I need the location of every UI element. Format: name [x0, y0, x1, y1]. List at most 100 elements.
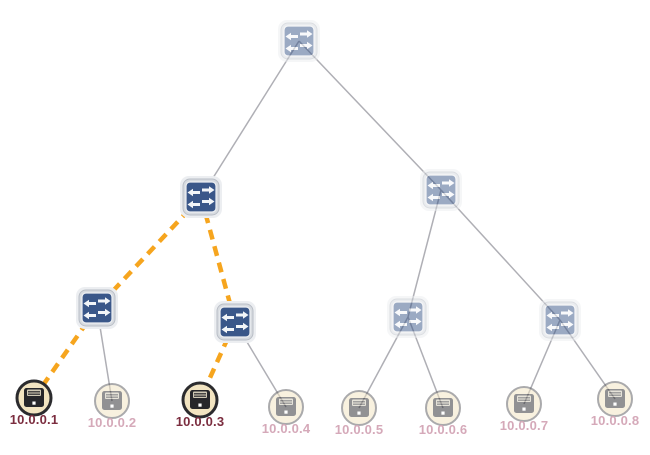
switch-icon-group: [214, 301, 256, 343]
host-disk-line: [437, 401, 449, 403]
host-disk-dot: [198, 403, 202, 407]
switch-node-switch-mid-left[interactable]: [180, 176, 222, 218]
switch-arrow-icon: [546, 311, 559, 320]
host-disk-line: [28, 391, 40, 393]
host-disk-dot: [613, 402, 617, 406]
host-node-host-2[interactable]: 10.0.0.2: [88, 383, 137, 430]
switch-arrow-icon: [285, 32, 298, 41]
switch-arrow-icon: [409, 306, 422, 314]
host-disk-label: [105, 392, 119, 399]
host-node-host-3[interactable]: 10.0.0.3: [176, 381, 225, 429]
switch-node-switch-low-4[interactable]: [539, 299, 581, 341]
switch-arrows-icon: [392, 301, 424, 333]
switch-arrow-icon: [394, 308, 407, 317]
host-disk-label: [436, 399, 450, 406]
switch-icon-group: [539, 299, 581, 341]
link-edge-switch-mid-right--switch-low-3: [407, 189, 442, 318]
switch-arrow-icon: [202, 186, 215, 194]
host-disk-dot: [110, 404, 114, 408]
host-node-host-5[interactable]: 10.0.0.5: [335, 390, 384, 437]
switch-arrows-icon: [81, 292, 113, 324]
switch-arrow-icon: [561, 320, 574, 329]
host-node-host-7[interactable]: 10.0.0.7: [500, 386, 549, 433]
host-ip-label: 10.0.0.8: [591, 413, 640, 428]
switch-arrow-icon: [546, 323, 559, 332]
host-icon-group: [341, 390, 377, 426]
host-disk-line: [353, 401, 365, 403]
switch-arrow-icon: [187, 200, 200, 209]
switch-arrow-icon: [285, 44, 298, 53]
switch-arrow-icon: [409, 317, 422, 326]
host-icon-group: [425, 390, 461, 426]
host-disk-line: [518, 397, 530, 399]
switch-icon-group: [420, 169, 462, 211]
host-disk-line: [353, 403, 365, 405]
switch-arrow-icon: [98, 308, 111, 317]
switch-arrow-icon: [300, 30, 313, 38]
switch-node-switch-low-3[interactable]: [387, 296, 429, 338]
host-disk-line: [280, 400, 292, 402]
host-disk-label: [608, 390, 622, 397]
switch-arrow-icon: [202, 197, 215, 206]
switch-arrows-icon: [185, 181, 217, 213]
host-node-host-1[interactable]: 10.0.0.1: [10, 379, 59, 427]
host-disk-label: [27, 389, 41, 396]
host-disk-dot: [357, 411, 361, 415]
switch-arrow-icon: [98, 297, 111, 305]
host-ip-label: 10.0.0.3: [176, 414, 225, 429]
switch-node-switch-root[interactable]: [278, 20, 320, 62]
host-ip-label: 10.0.0.6: [419, 422, 468, 437]
host-disk-line: [437, 403, 449, 405]
host-disk-line: [106, 396, 118, 398]
switch-arrow-icon: [221, 313, 234, 322]
host-node-host-4[interactable]: 10.0.0.4: [262, 389, 311, 436]
switch-node-switch-low-1[interactable]: [76, 287, 118, 329]
switch-icon-group: [76, 287, 118, 329]
host-node-host-8[interactable]: 10.0.0.8: [591, 381, 640, 428]
host-disk-dot: [32, 401, 36, 405]
link-edge-switch-mid-right--switch-low-4: [440, 189, 561, 321]
host-disk-line: [609, 394, 621, 396]
switch-arrow-icon: [300, 41, 313, 50]
host-disk-line: [518, 399, 530, 401]
switch-arrows-icon: [544, 304, 576, 336]
host-disk-line: [28, 393, 40, 395]
host-disk-line: [194, 393, 206, 395]
link-edge-switch-root--switch-mid-right: [298, 40, 442, 191]
switch-arrows-icon: [283, 25, 315, 57]
host-ip-label: 10.0.0.4: [262, 421, 311, 436]
host-icon-group: [268, 389, 304, 425]
host-ip-label: 10.0.0.7: [500, 418, 549, 433]
host-icon-group: [597, 381, 633, 417]
switch-arrow-icon: [561, 309, 574, 317]
host-ip-label: 10.0.0.2: [88, 415, 137, 430]
host-disk-label: [193, 391, 207, 398]
switch-icon-group: [180, 176, 222, 218]
link-edge-switch-root--switch-mid-left: [200, 40, 300, 198]
host-icon-group: [506, 386, 542, 422]
host-node-host-6[interactable]: 10.0.0.6: [419, 390, 468, 437]
host-icon-group: [94, 383, 130, 419]
switch-arrows-icon: [219, 306, 251, 338]
switch-arrow-icon: [221, 325, 234, 334]
switch-arrows-icon: [425, 174, 457, 206]
switch-node-switch-low-2[interactable]: [214, 301, 256, 343]
switch-icon-group: [278, 20, 320, 62]
switch-arrow-icon: [83, 311, 96, 320]
host-icon-group: [15, 379, 53, 417]
switch-arrow-icon: [442, 179, 455, 187]
switch-arrow-icon: [427, 181, 440, 190]
host-disk-dot: [284, 410, 288, 414]
host-disk-dot: [522, 407, 526, 411]
host-disk-dot: [441, 411, 445, 415]
host-icon-group: [181, 381, 219, 419]
host-disk-label: [352, 399, 366, 406]
switch-arrow-icon: [187, 188, 200, 197]
host-ip-label: 10.0.0.5: [335, 422, 384, 437]
switch-arrow-icon: [442, 190, 455, 199]
host-ip-label: 10.0.0.1: [10, 412, 59, 427]
switch-node-switch-mid-right[interactable]: [420, 169, 462, 211]
host-disk-line: [106, 394, 118, 396]
